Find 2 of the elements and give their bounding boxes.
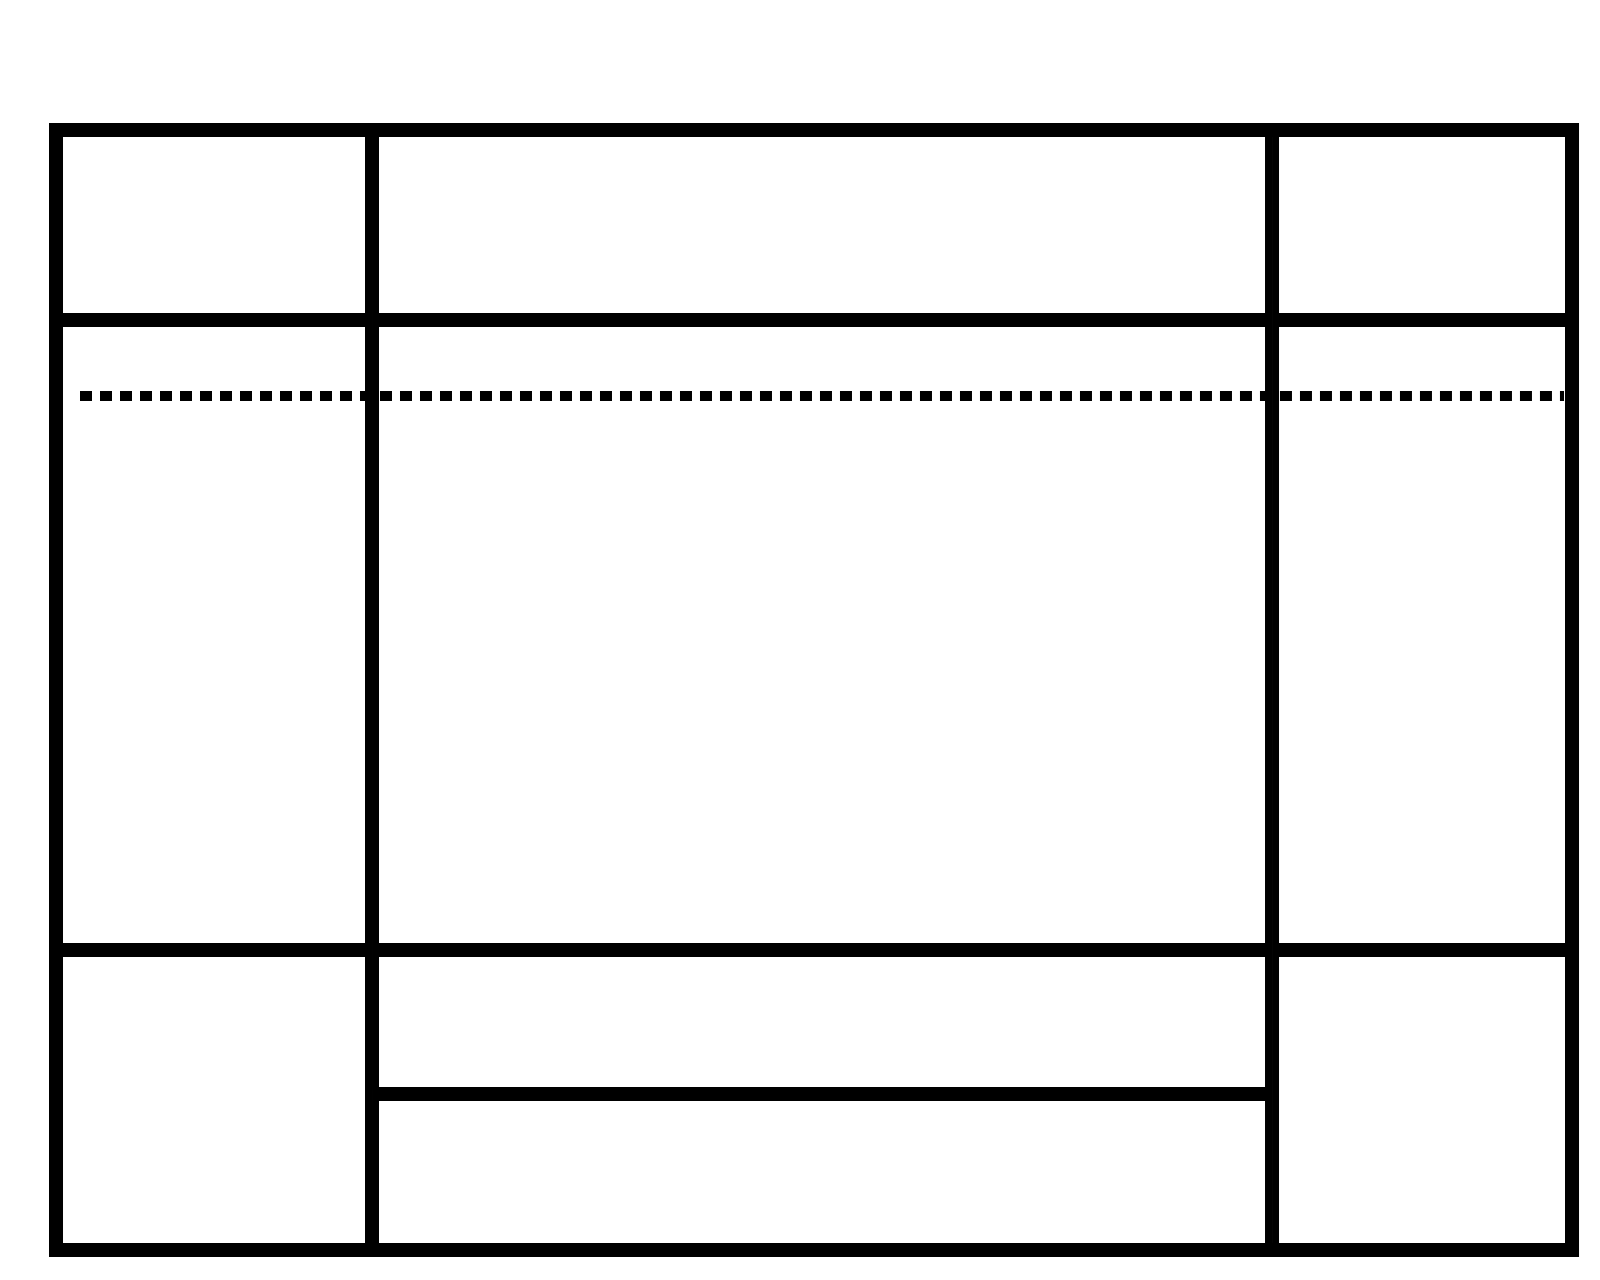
panel-box	[372, 320, 1272, 950]
panel-box	[372, 950, 1272, 1094]
